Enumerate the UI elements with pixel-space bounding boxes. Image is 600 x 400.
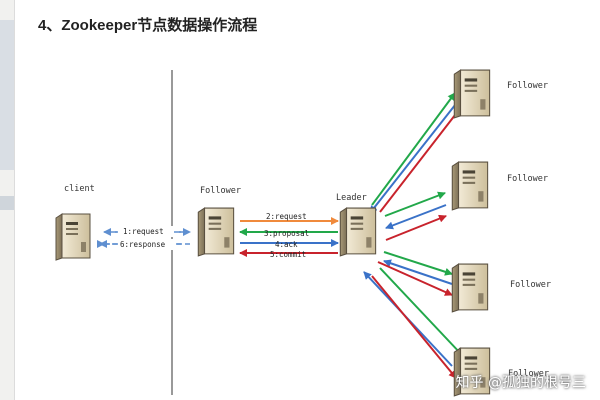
ack-from-f2: [385, 204, 447, 230]
commit-to-f4: [371, 275, 457, 379]
follower-2-server-icon: [451, 161, 489, 211]
side-thumbnail: [0, 20, 14, 170]
proposal-to-f4: [379, 267, 463, 356]
proposal-to-f3: [383, 251, 453, 276]
msg-4-ack: 4:ack: [275, 240, 298, 249]
msg-bg-6: [118, 239, 174, 250]
follower-label: Follower: [200, 186, 241, 196]
commit-to-f3: [377, 261, 453, 296]
follower-server-icon: [197, 207, 235, 257]
msg-1-request: 1:request: [123, 227, 164, 236]
section-heading: 4、Zookeeper节点数据操作流程: [38, 17, 258, 34]
client-server-icon: [55, 213, 91, 261]
msg-6-response: 6:response: [120, 240, 166, 249]
follower-3-label: Follower: [510, 280, 551, 290]
follower-4-label: Follower: [508, 369, 549, 379]
msg-2-request: 2:request: [266, 212, 307, 221]
follower-1-server-icon: [453, 69, 491, 119]
ack-from-f3: [383, 259, 453, 285]
ack-from-f1: [369, 99, 460, 214]
leader-label: Leader: [336, 193, 367, 203]
client-label: client: [64, 184, 95, 194]
msg-bg-1: [118, 226, 174, 237]
follower-1-label: Follower: [507, 81, 548, 91]
leader-server-icon: [339, 207, 377, 257]
commit-to-f1: [379, 105, 463, 213]
commit-to-f2: [385, 214, 447, 241]
follower-2-label: Follower: [507, 174, 548, 184]
proposal-to-f1: [371, 92, 456, 206]
msg-5-commit: 5:commit: [270, 250, 306, 259]
side-thumbnail-small: [0, 196, 14, 210]
msg-3-proposal: 3:proposal: [264, 229, 309, 238]
proposal-to-f2: [384, 191, 446, 217]
follower-3-server-icon: [451, 263, 489, 313]
left-gutter: [0, 0, 15, 400]
watermark: 知乎 @孤独的根号三: [455, 375, 586, 391]
